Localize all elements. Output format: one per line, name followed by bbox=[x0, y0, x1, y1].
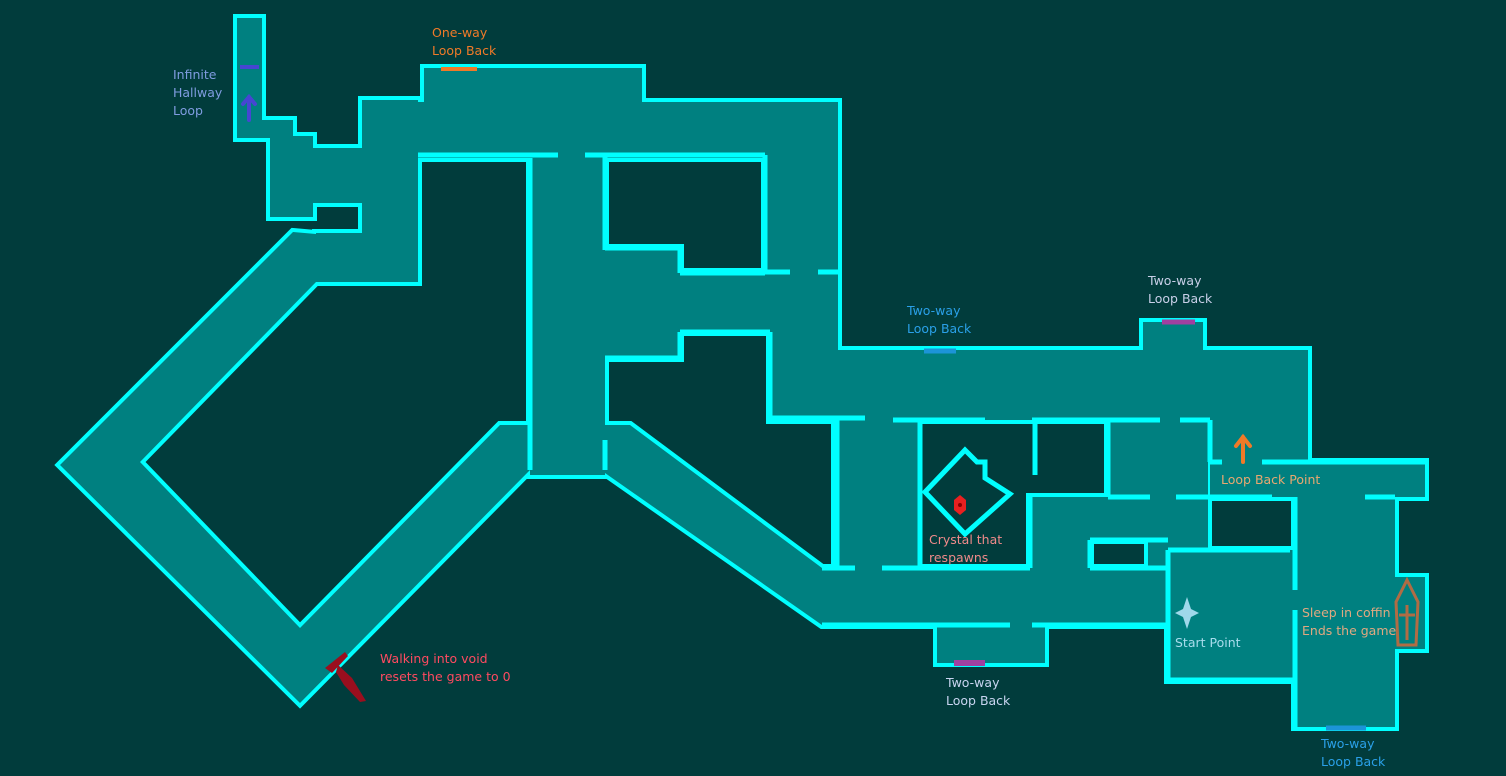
floor-region bbox=[605, 272, 765, 332]
interior-walls bbox=[418, 152, 1425, 727]
void-label: Walking into void resets the game to 0 bbox=[380, 650, 511, 686]
label-line: Walking into void bbox=[380, 651, 488, 666]
floor-region bbox=[1030, 497, 1208, 540]
floor-region bbox=[605, 332, 680, 358]
floor-region bbox=[1210, 462, 1425, 497]
label-line: Loop Back bbox=[946, 693, 1011, 708]
label-line: Infinite bbox=[173, 67, 217, 82]
floor-region bbox=[937, 625, 1045, 663]
label-line: Loop bbox=[173, 103, 203, 118]
floor-region bbox=[530, 158, 605, 475]
floor-region bbox=[1108, 420, 1208, 497]
loop-back-point-label: Loop Back Point bbox=[1221, 472, 1321, 487]
crystal-room-outline bbox=[921, 446, 1015, 538]
up-arrow-icon bbox=[1234, 433, 1252, 464]
start-point-label: Start Point bbox=[1175, 635, 1241, 650]
markers bbox=[240, 65, 1420, 731]
label-line: Loop Back bbox=[1148, 291, 1213, 306]
floor-region bbox=[835, 420, 918, 570]
floor-region bbox=[362, 102, 838, 158]
floor-areas bbox=[60, 18, 1425, 727]
void-dagger-icon bbox=[325, 652, 366, 702]
crystal-label: Crystal that respawns bbox=[929, 531, 1002, 567]
label-line: Two-way bbox=[1321, 736, 1375, 751]
label-line: Sleep in coffin bbox=[1302, 605, 1391, 620]
label-line: Loop Back bbox=[907, 321, 972, 336]
floor-region bbox=[838, 350, 1308, 420]
label-line: respawns bbox=[929, 550, 989, 565]
floor-region bbox=[765, 102, 838, 332]
up-arrow-icon bbox=[241, 93, 257, 122]
label-line: Loop Back bbox=[432, 43, 497, 58]
start-star-icon bbox=[1175, 597, 1199, 629]
floor-region bbox=[1030, 540, 1090, 568]
coffin-icon bbox=[1394, 576, 1420, 647]
floor-region bbox=[605, 425, 1168, 625]
label-line: Ends the game bbox=[1302, 623, 1397, 638]
floor-region bbox=[1295, 497, 1395, 727]
label-line: Two-way bbox=[946, 675, 1000, 690]
label-line: Hallway bbox=[173, 85, 223, 100]
label-line: Crystal that bbox=[929, 532, 1003, 547]
floor-region bbox=[770, 332, 838, 420]
label-line: Two-way bbox=[1148, 273, 1202, 288]
label-line: Loop Back bbox=[1321, 754, 1386, 769]
floor-region bbox=[1143, 322, 1203, 352]
label-line: resets the game to 0 bbox=[380, 669, 511, 684]
label-line: Two-way bbox=[907, 303, 961, 318]
floor-region bbox=[605, 248, 680, 272]
floor-region bbox=[424, 68, 642, 104]
floor-region bbox=[1210, 420, 1308, 462]
crystal-icon bbox=[954, 495, 966, 515]
floor-region bbox=[60, 232, 530, 703]
floor-region bbox=[313, 148, 362, 203]
floor-region bbox=[316, 233, 362, 282]
label-line: One-way bbox=[432, 25, 488, 40]
